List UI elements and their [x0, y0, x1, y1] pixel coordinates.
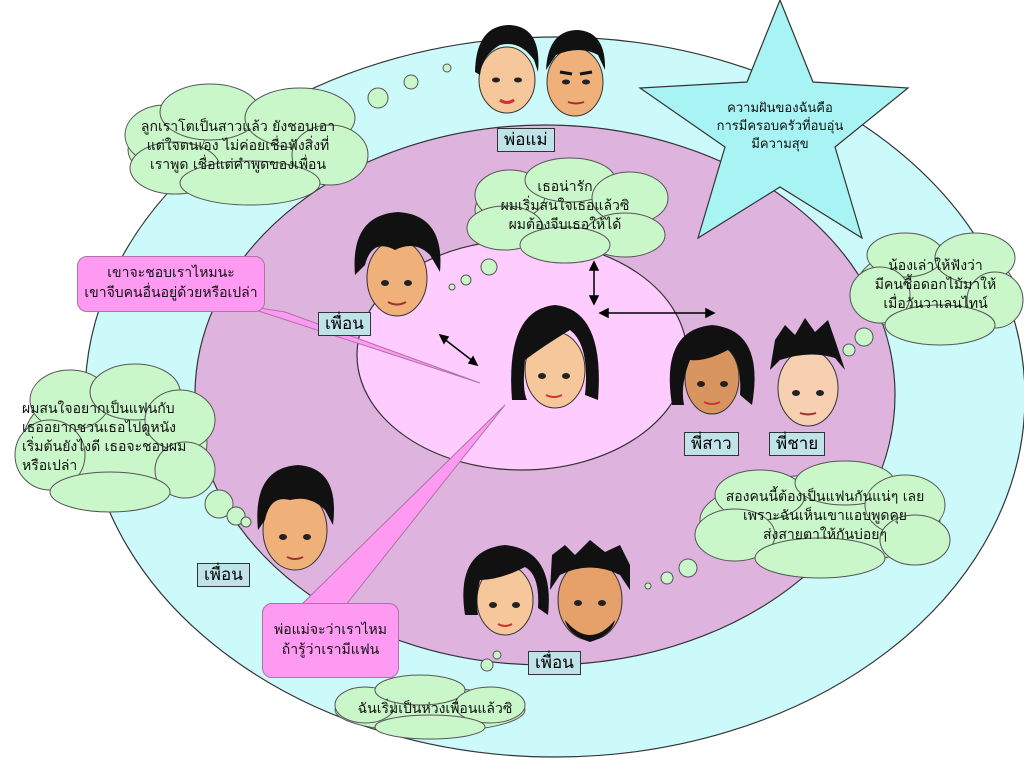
- parents-thought-text: ลูกเราโตเป็นสาวแล้ว ยังชอบเอา แต่ใจตนเอง…: [140, 119, 336, 173]
- cloud-friend-top: [448, 157, 669, 291]
- brother-face: [770, 318, 845, 427]
- label-friend-top: เพื่อน: [318, 312, 371, 336]
- friends-bottom-thought-text: สองคนนี้ต้องเป็นแฟนกันแน่ๆ เลย เพราะฉันเ…: [725, 489, 925, 543]
- friend-left-thought-text: ผมสนใจอยากเป็นแฟนกับ เธออยากชวนเธอไปดูหน…: [22, 401, 187, 474]
- dream-star: [638, 0, 910, 240]
- friend-top-face: [354, 212, 441, 317]
- sister-face: [669, 325, 755, 415]
- brother-thought-text: น้องเล่าให้ฟังว่า มีคนซื้อดอกไม้มาให้ เม…: [874, 258, 997, 312]
- main-girl-face: [511, 305, 599, 409]
- callout-top: เขาจะชอบเราไหมนะ เขาจีบคนอื่นอยู่ด้วยหรื…: [77, 256, 265, 312]
- cloud-parents: [124, 63, 452, 206]
- callout-bottom: พ่อแม่จะว่าเราไหม ถ้ารู้ว่าเรามีแฟน: [262, 603, 399, 678]
- cloud-friend-left: [14, 363, 252, 528]
- mother-face: [475, 25, 539, 114]
- label-brother: พี่ชาย: [769, 432, 826, 456]
- label-friend-left: เพื่อน: [197, 563, 250, 587]
- cloud-brother: [842, 232, 1024, 357]
- star-text: ความฝันของฉันคือ การมีครอบครัวที่อบอุ่น …: [716, 101, 844, 152]
- friend-beard-face: [550, 540, 630, 642]
- label-sister: พี่สาว: [684, 432, 739, 456]
- cloud-friend-girl: [334, 650, 526, 740]
- cloud-friends-bottom: [644, 460, 951, 590]
- friend-top-thought-text: เธอน่ารัก ผมเริ่มสนใจเธอแล้วซิ ผมต้องจีบ…: [500, 179, 630, 233]
- friend-left-face: [257, 465, 334, 571]
- label-friend-bottom: เพื่อน: [528, 651, 581, 675]
- relation-arrows: [438, 260, 716, 367]
- friend-girl-face: [463, 545, 549, 636]
- label-parents: พ่อแม่: [497, 128, 555, 152]
- father-face: [546, 30, 606, 117]
- friend-girl-thought-text: ฉันเริ่มเป็นห่วงเพื่อนแล้วซิ: [357, 701, 513, 717]
